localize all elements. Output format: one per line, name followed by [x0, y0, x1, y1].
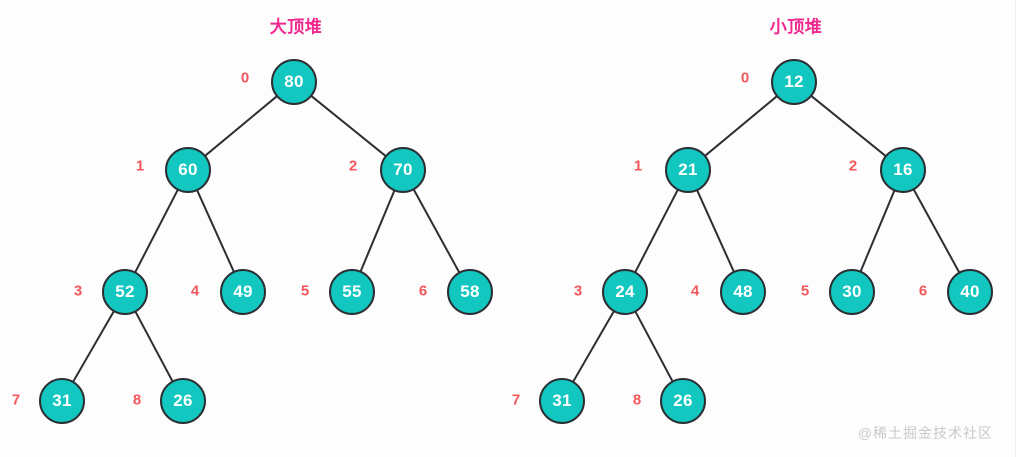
heap-title-min-heap: 小顶堆 [769, 17, 823, 37]
node-index-label: 7 [511, 391, 521, 409]
tree-edge [572, 310, 615, 383]
heap-node[interactable]: 12 [771, 59, 817, 105]
node-index-label: 2 [848, 157, 858, 175]
tree-edge [859, 189, 896, 273]
tree-edge [412, 188, 461, 274]
node-index-label: 8 [632, 391, 642, 409]
heap-node[interactable]: 30 [829, 269, 875, 315]
node-index-label: 4 [190, 282, 200, 300]
heap-node[interactable]: 52 [102, 269, 148, 315]
tree-edge [634, 188, 679, 274]
tree-edge [696, 189, 735, 273]
node-index-label: 0 [240, 69, 250, 87]
heap-node[interactable]: 21 [665, 147, 711, 193]
heap-node[interactable]: 80 [271, 59, 317, 105]
tree-edge [359, 189, 396, 273]
node-index-label: 3 [573, 282, 583, 300]
heap-node[interactable]: 26 [160, 378, 206, 424]
heap-node[interactable]: 60 [165, 147, 211, 193]
node-index-label: 2 [348, 157, 358, 175]
node-index-label: 1 [633, 157, 643, 175]
heap-node[interactable]: 55 [329, 269, 375, 315]
heap-node[interactable]: 70 [380, 147, 426, 193]
node-index-label: 5 [800, 282, 810, 300]
tree-edge [203, 95, 279, 157]
heap-node[interactable]: 31 [39, 378, 85, 424]
heap-node[interactable]: 49 [220, 269, 266, 315]
node-index-label: 1 [135, 157, 145, 175]
heap-title-max-heap: 大顶堆 [269, 17, 323, 37]
tree-edge [72, 310, 115, 383]
tree-edge [810, 94, 887, 158]
node-index-label: 0 [740, 69, 750, 87]
tree-edge [134, 188, 179, 274]
node-index-label: 6 [418, 282, 428, 300]
heap-node[interactable]: 24 [602, 269, 648, 315]
watermark-text: @稀土掘金技术社区 [857, 425, 993, 441]
tree-edge [703, 95, 779, 157]
node-index-label: 4 [690, 282, 700, 300]
heap-node[interactable]: 40 [947, 269, 993, 315]
node-index-label: 3 [73, 282, 83, 300]
tree-edge [134, 310, 174, 383]
tree-edge [912, 188, 961, 274]
tree-edge [634, 310, 674, 383]
node-index-label: 8 [132, 391, 142, 409]
heap-node[interactable]: 48 [720, 269, 766, 315]
heap-node[interactable]: 31 [539, 378, 585, 424]
node-index-label: 5 [300, 282, 310, 300]
heap-node[interactable]: 16 [880, 147, 926, 193]
node-index-label: 7 [11, 391, 21, 409]
tree-edge [310, 94, 387, 158]
node-index-label: 6 [918, 282, 928, 300]
tree-edge [196, 189, 235, 273]
heap-node[interactable]: 26 [660, 378, 706, 424]
heap-node[interactable]: 58 [447, 269, 493, 315]
